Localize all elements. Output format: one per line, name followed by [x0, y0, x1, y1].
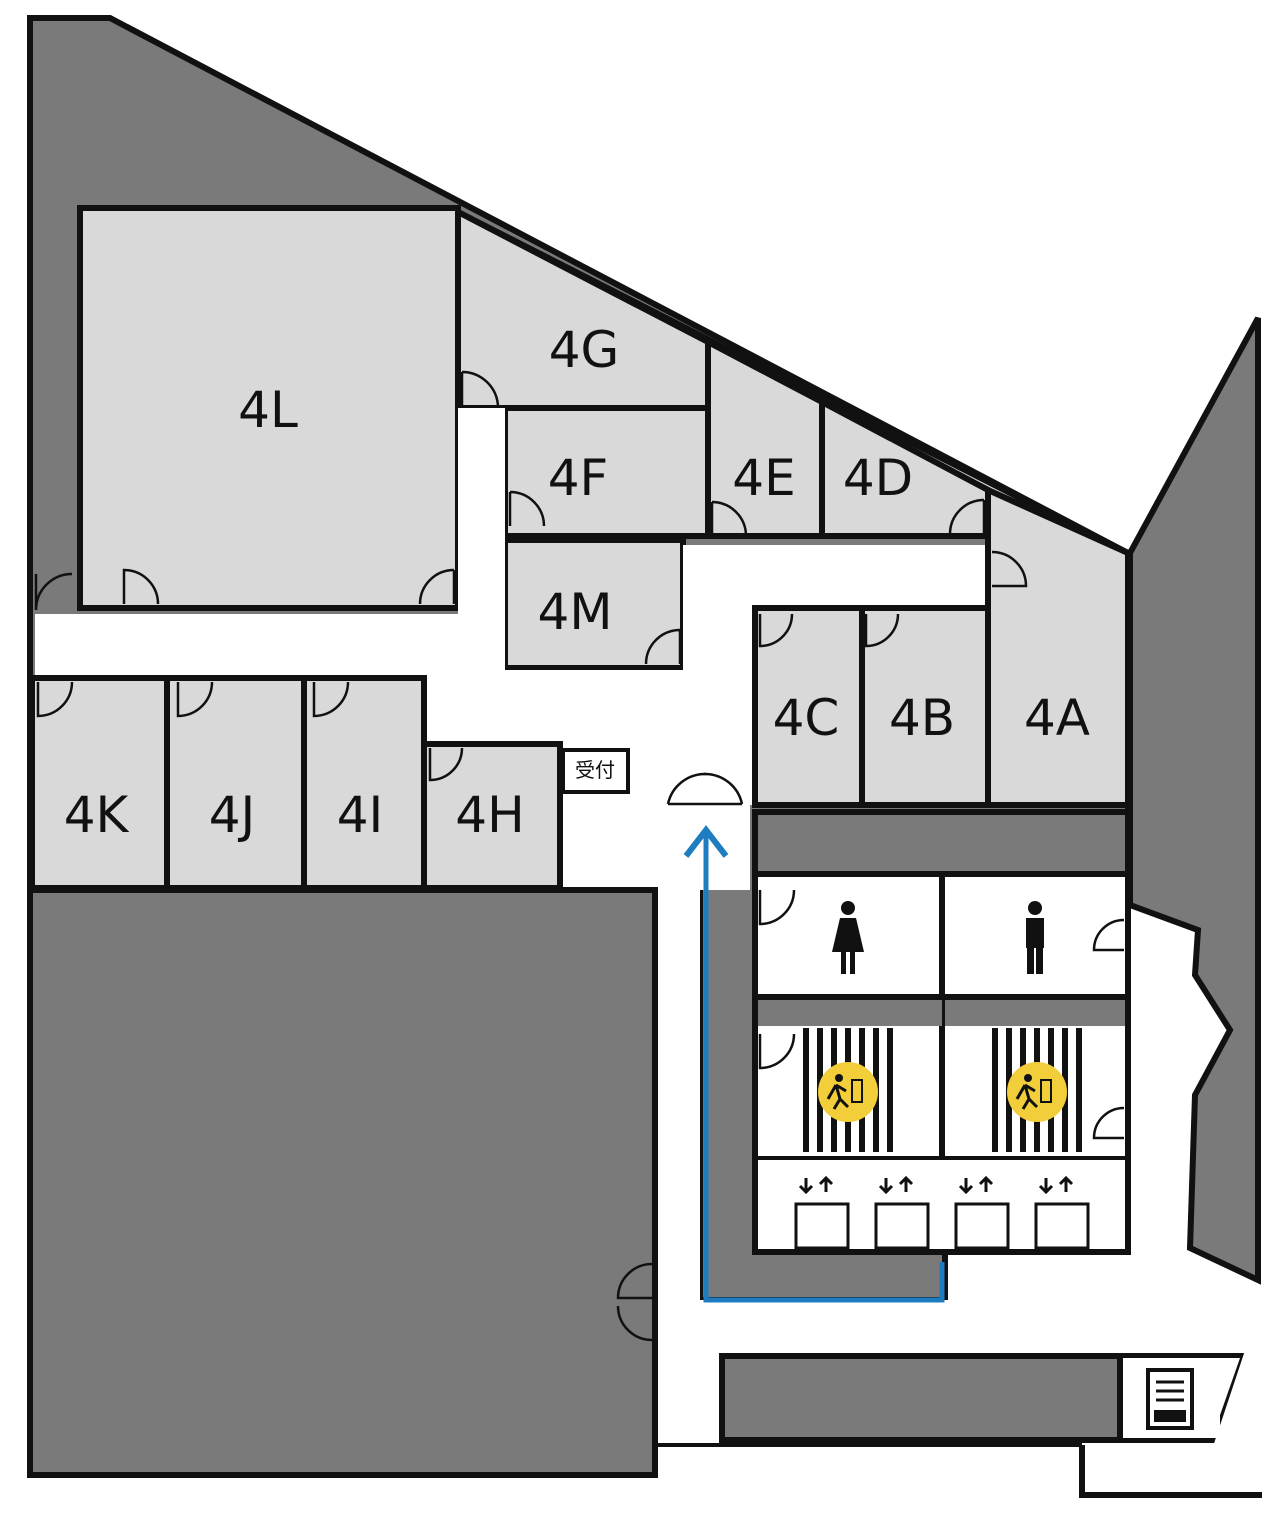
room-label-4D: 4D — [843, 449, 913, 507]
room-label-4F: 4F — [548, 449, 609, 507]
room-label-4L: 4L — [238, 381, 298, 439]
room-labels: 4A 4B 4C 4D 4E 4F 4G 4H 4I 4J 4K 4L 4M 受… — [64, 321, 1090, 844]
room-4L[interactable] — [77, 205, 461, 611]
room-label-4A: 4A — [1024, 689, 1090, 747]
reception-label: 受付 — [575, 758, 615, 782]
vending-machine-icon — [1146, 1368, 1194, 1430]
structure-bottom — [719, 1353, 1245, 1443]
building-structure-right — [1127, 316, 1261, 1285]
reception-box — [561, 748, 630, 794]
room-4H[interactable] — [421, 741, 563, 891]
room-label-4E: 4E — [732, 449, 795, 507]
room-label-4J: 4J — [209, 786, 256, 844]
room-4K[interactable] — [29, 675, 170, 891]
elevator-icon — [1034, 1175, 1090, 1250]
womens-restroom-icon — [832, 901, 864, 974]
room-label-4H: 4H — [455, 786, 524, 844]
room-4J[interactable] — [164, 675, 307, 891]
room-4C[interactable] — [752, 605, 865, 808]
room-label-4B: 4B — [889, 689, 955, 747]
mens-restroom-icon — [1026, 901, 1044, 974]
door-arcs — [34, 370, 1125, 1342]
room-4A[interactable] — [985, 485, 1131, 808]
room-label-4C: 4C — [773, 689, 840, 747]
elevator-icon — [954, 1175, 1010, 1250]
room-label-4G: 4G — [549, 321, 620, 379]
structure-band — [752, 809, 1131, 877]
emergency-exit-icon — [1007, 1062, 1067, 1122]
route-arrow — [683, 825, 945, 1303]
room-label-4I: 4I — [337, 786, 384, 844]
room-4I[interactable] — [301, 675, 427, 891]
room-label-4M: 4M — [538, 583, 613, 641]
elevator-icon — [874, 1175, 930, 1250]
elevator-icon — [794, 1175, 850, 1250]
room-label-4K: 4K — [64, 786, 130, 844]
emergency-exit-icon — [818, 1062, 878, 1122]
